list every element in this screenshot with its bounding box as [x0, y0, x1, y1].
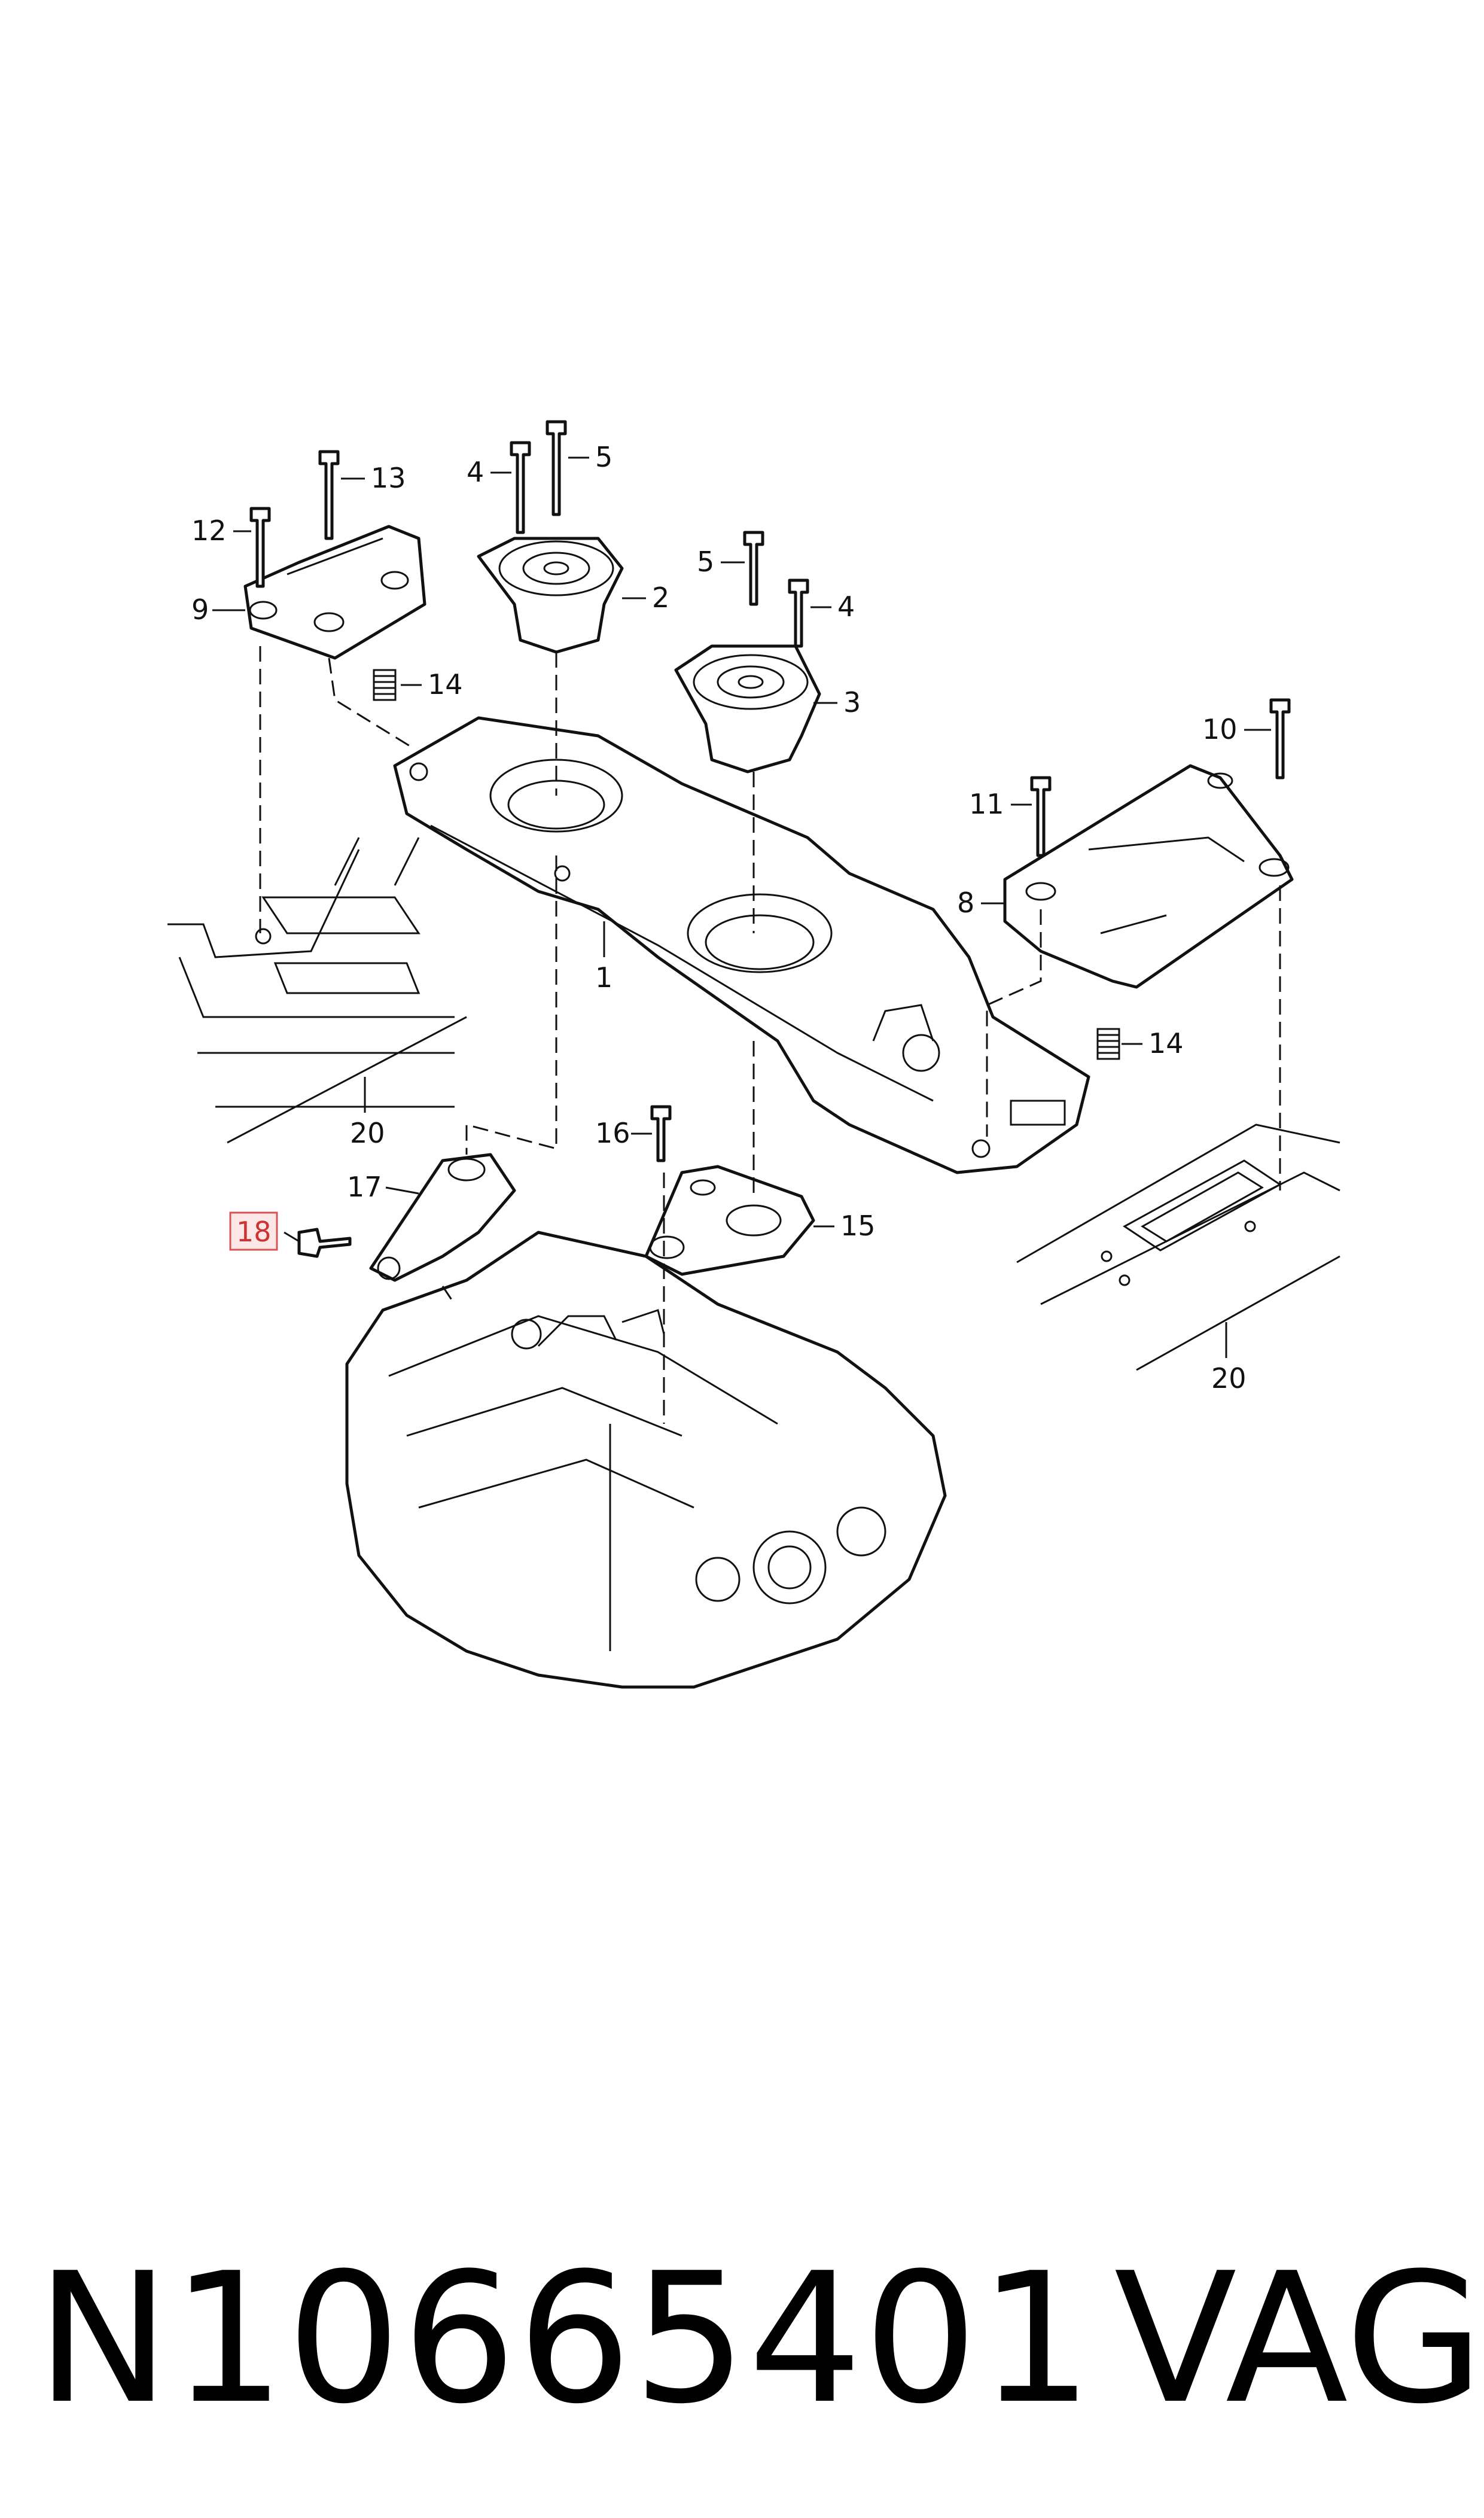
engine-mount	[477, 537, 624, 654]
callout-13: 13	[371, 462, 406, 494]
mount-bracket-right	[1003, 764, 1294, 989]
callout-4-right: 4	[837, 590, 855, 623]
callout-2: 2	[652, 581, 669, 614]
alignment-lines	[259, 646, 1281, 1424]
callout-18-highlight	[229, 1211, 278, 1251]
callout-20-left: 20	[350, 1117, 385, 1149]
subframe-carrier	[393, 716, 1090, 1174]
gearbox-mount-plate	[644, 1165, 815, 1276]
callout-1: 1	[595, 961, 613, 994]
callout-12: 12	[191, 514, 227, 547]
body-rail-right	[1016, 1123, 1340, 1371]
callout-5-right: 5	[697, 546, 714, 578]
callout-9: 9	[191, 593, 209, 626]
callout-8: 8	[957, 887, 974, 919]
leader-lines	[212, 456, 1271, 1358]
callout-14-left: 14	[428, 668, 463, 701]
exploded-parts-diagram: 1 2 3 4 4 5 5 8 9 10 11 12 13 14 14 15 1…	[167, 420, 1340, 1689]
mount-bracket-left	[243, 525, 426, 660]
callout-3: 3	[843, 686, 861, 718]
spring-nuts	[373, 669, 1120, 1060]
bolts	[249, 420, 1291, 1162]
body-rail-left	[167, 837, 467, 1144]
callout-15: 15	[840, 1210, 876, 1242]
callout-4-left: 4	[467, 456, 484, 488]
callout-18: 18	[236, 1216, 272, 1248]
transmission-mount	[674, 644, 821, 774]
callout-10: 10	[1202, 713, 1238, 745]
callout-17: 17	[347, 1171, 382, 1203]
support-bracket	[369, 1153, 516, 1282]
callout-20-right: 20	[1211, 1362, 1247, 1395]
brand-label: VAG	[1114, 2234, 1484, 2443]
callout-14-right: 14	[1148, 1027, 1184, 1059]
callout-16: 16	[595, 1117, 630, 1149]
bolt-18	[297, 1228, 352, 1258]
footer: N10665401 VAG	[0, 2213, 1484, 2465]
part-number: N10665401	[36, 2234, 1095, 2443]
callout-labels: 1 2 3 4 4 5 5 8 9 10 11 12 13 14 14 15 1…	[191, 441, 1247, 1395]
callout-5-left: 5	[595, 441, 613, 473]
callout-11: 11	[969, 788, 1004, 820]
gearbox	[345, 1231, 947, 1689]
